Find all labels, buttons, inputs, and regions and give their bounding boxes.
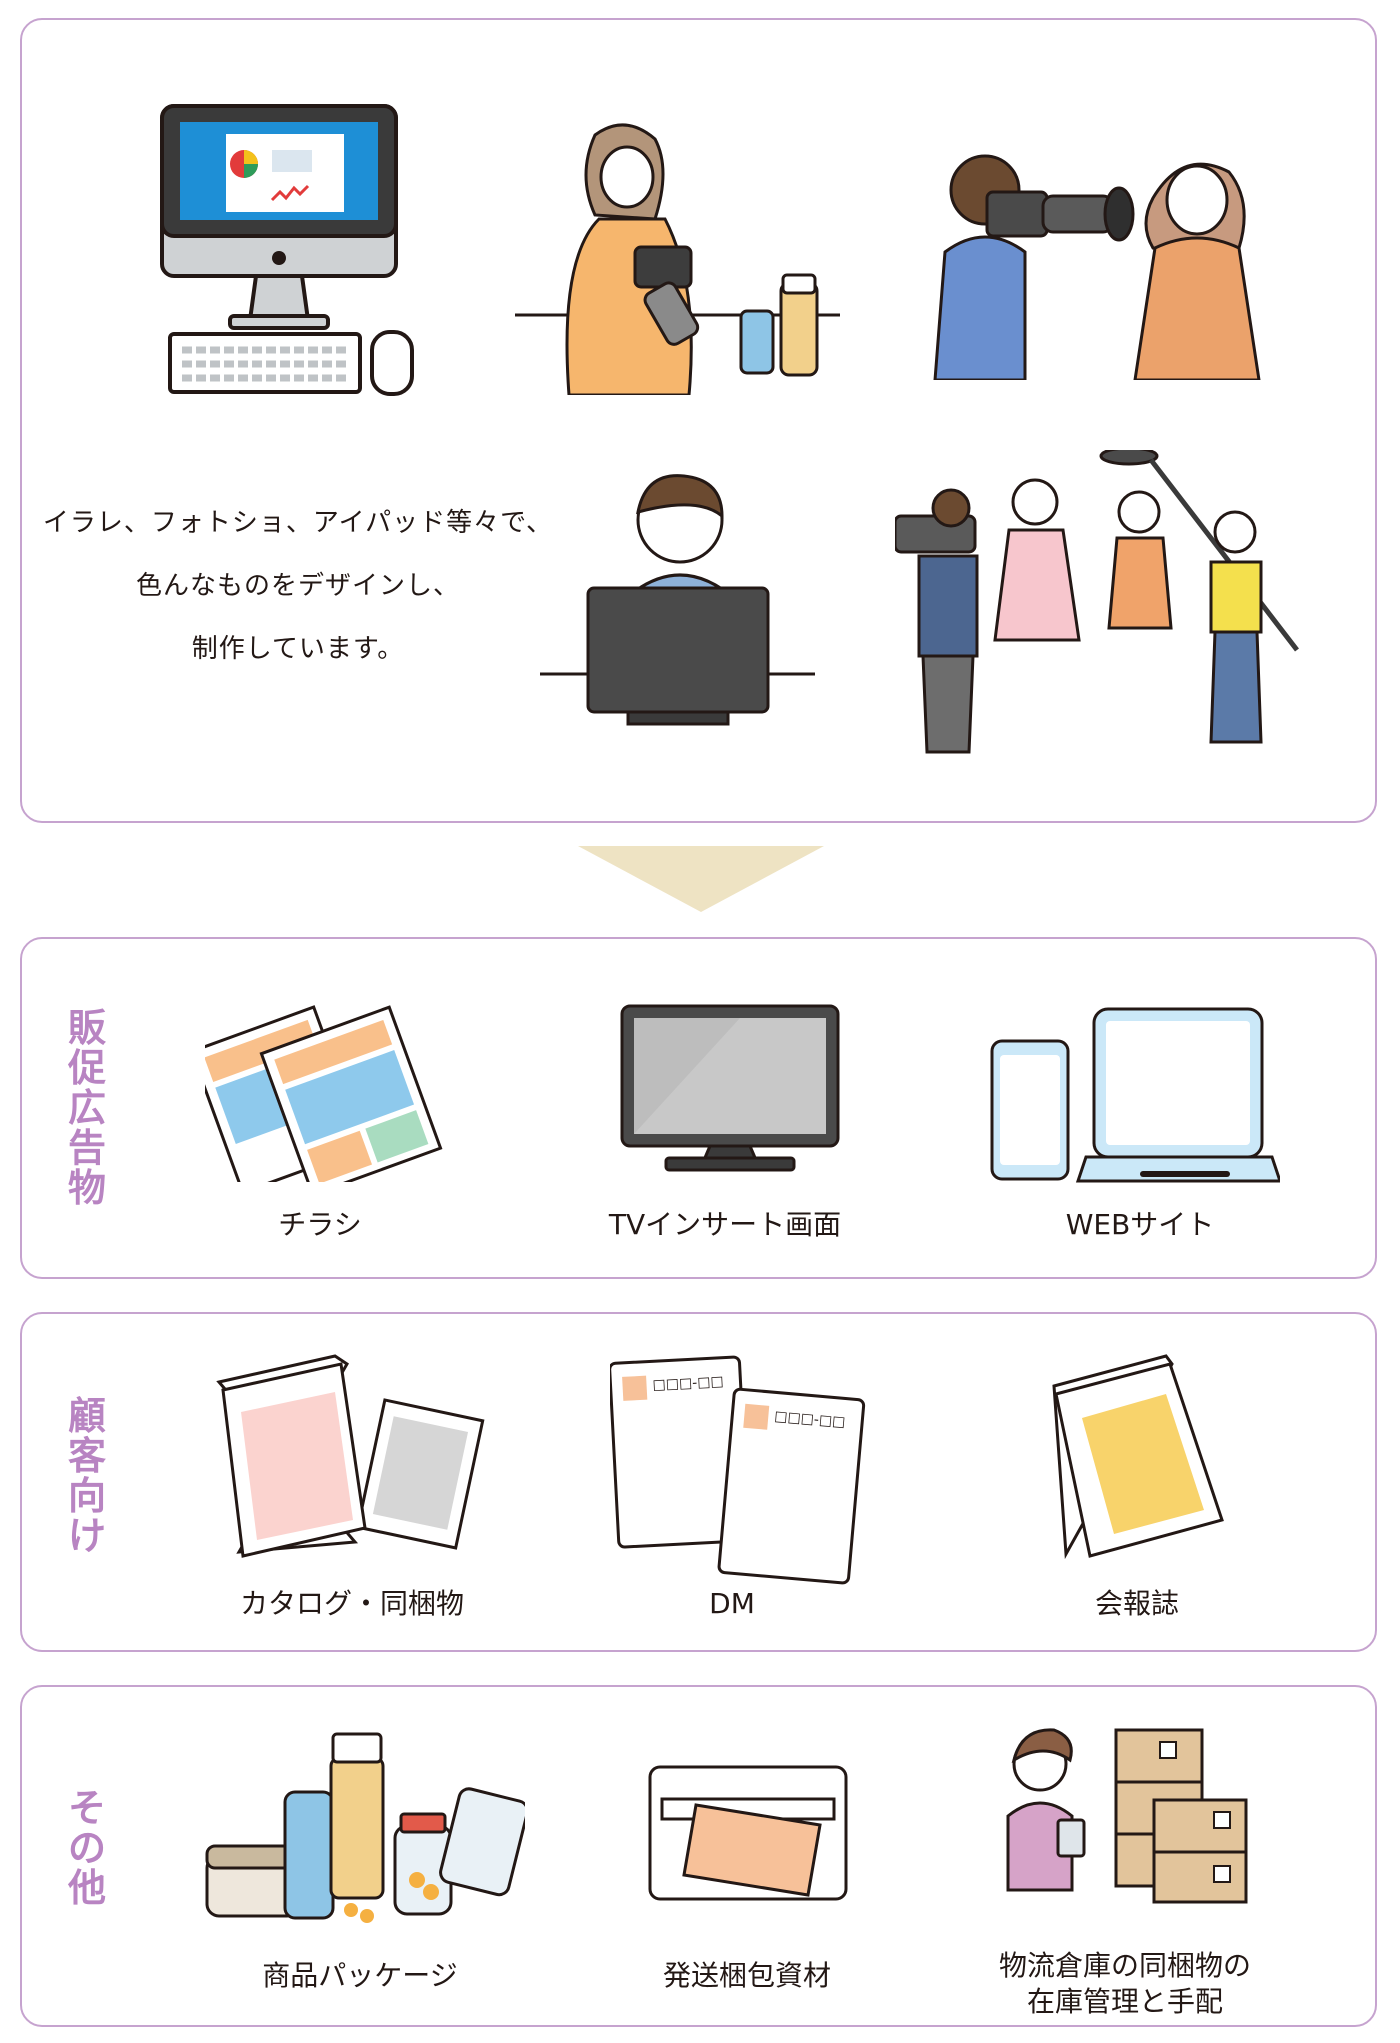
photographer-icon — [515, 123, 840, 395]
intro-text: イラレ、フォトショ、アイパッド等々で、 色んなものをデザインし、 制作しています… — [38, 492, 558, 681]
dm-code-front: □□□-□□ — [774, 1408, 846, 1430]
caption-product-package: 商品パッケージ — [262, 1959, 458, 1992]
tv-screen-icon — [620, 1004, 840, 1172]
magazine-icon — [1052, 1354, 1224, 1560]
intro-line: イラレ、フォトショ、アイパッド等々で、 — [42, 508, 554, 538]
customer-section-label: 顧 客 向 け — [67, 1394, 106, 1558]
caption-dm: DM — [709, 1587, 755, 1620]
intro-line: 色んなものをデザインし、 — [135, 571, 460, 601]
caption-flyer: チラシ — [278, 1208, 362, 1241]
caption-web-site: WEBサイト — [1065, 1208, 1215, 1241]
dm-code-back: □□□-□□ — [652, 1374, 724, 1394]
phone-and-laptop-icon — [990, 1007, 1280, 1183]
caption-logistics: 物流倉庫の同梱物の 在庫管理と手配 — [945, 1948, 1305, 2020]
shipping-envelope-icon — [648, 1765, 848, 1901]
catalog-icon — [216, 1354, 485, 1558]
caption-shipping-materials: 発送梱包資材 — [662, 1959, 831, 1992]
caption-tv-insert: TVインサート画面 — [608, 1208, 842, 1241]
logistics-line: 在庫管理と手配 — [1026, 1985, 1223, 2018]
video-interview-icon — [933, 154, 1261, 380]
caption-newsletter: 会報誌 — [1094, 1587, 1179, 1620]
caption-catalog: カタログ・同梱物 — [239, 1587, 464, 1620]
warehouse-worker-icon — [1006, 1728, 1248, 1904]
product-package-icon — [205, 1732, 525, 1923]
logistics-line: 物流倉庫の同梱物の — [998, 1949, 1251, 1982]
designer-at-monitor-icon — [540, 474, 815, 726]
dm-postcard-icon: □□□-□□ □□□-□□ — [610, 1355, 866, 1585]
intro-line: 制作しています。 — [191, 634, 405, 664]
studio-shoot-icon — [895, 450, 1299, 754]
desktop-computer-icon — [160, 104, 414, 396]
promo-section-label: 販 促 広 告 物 — [67, 1006, 106, 1210]
flyer-icon — [205, 1005, 443, 1182]
other-section-label: そ の 他 — [67, 1786, 106, 1910]
down-arrow-icon — [578, 846, 824, 912]
